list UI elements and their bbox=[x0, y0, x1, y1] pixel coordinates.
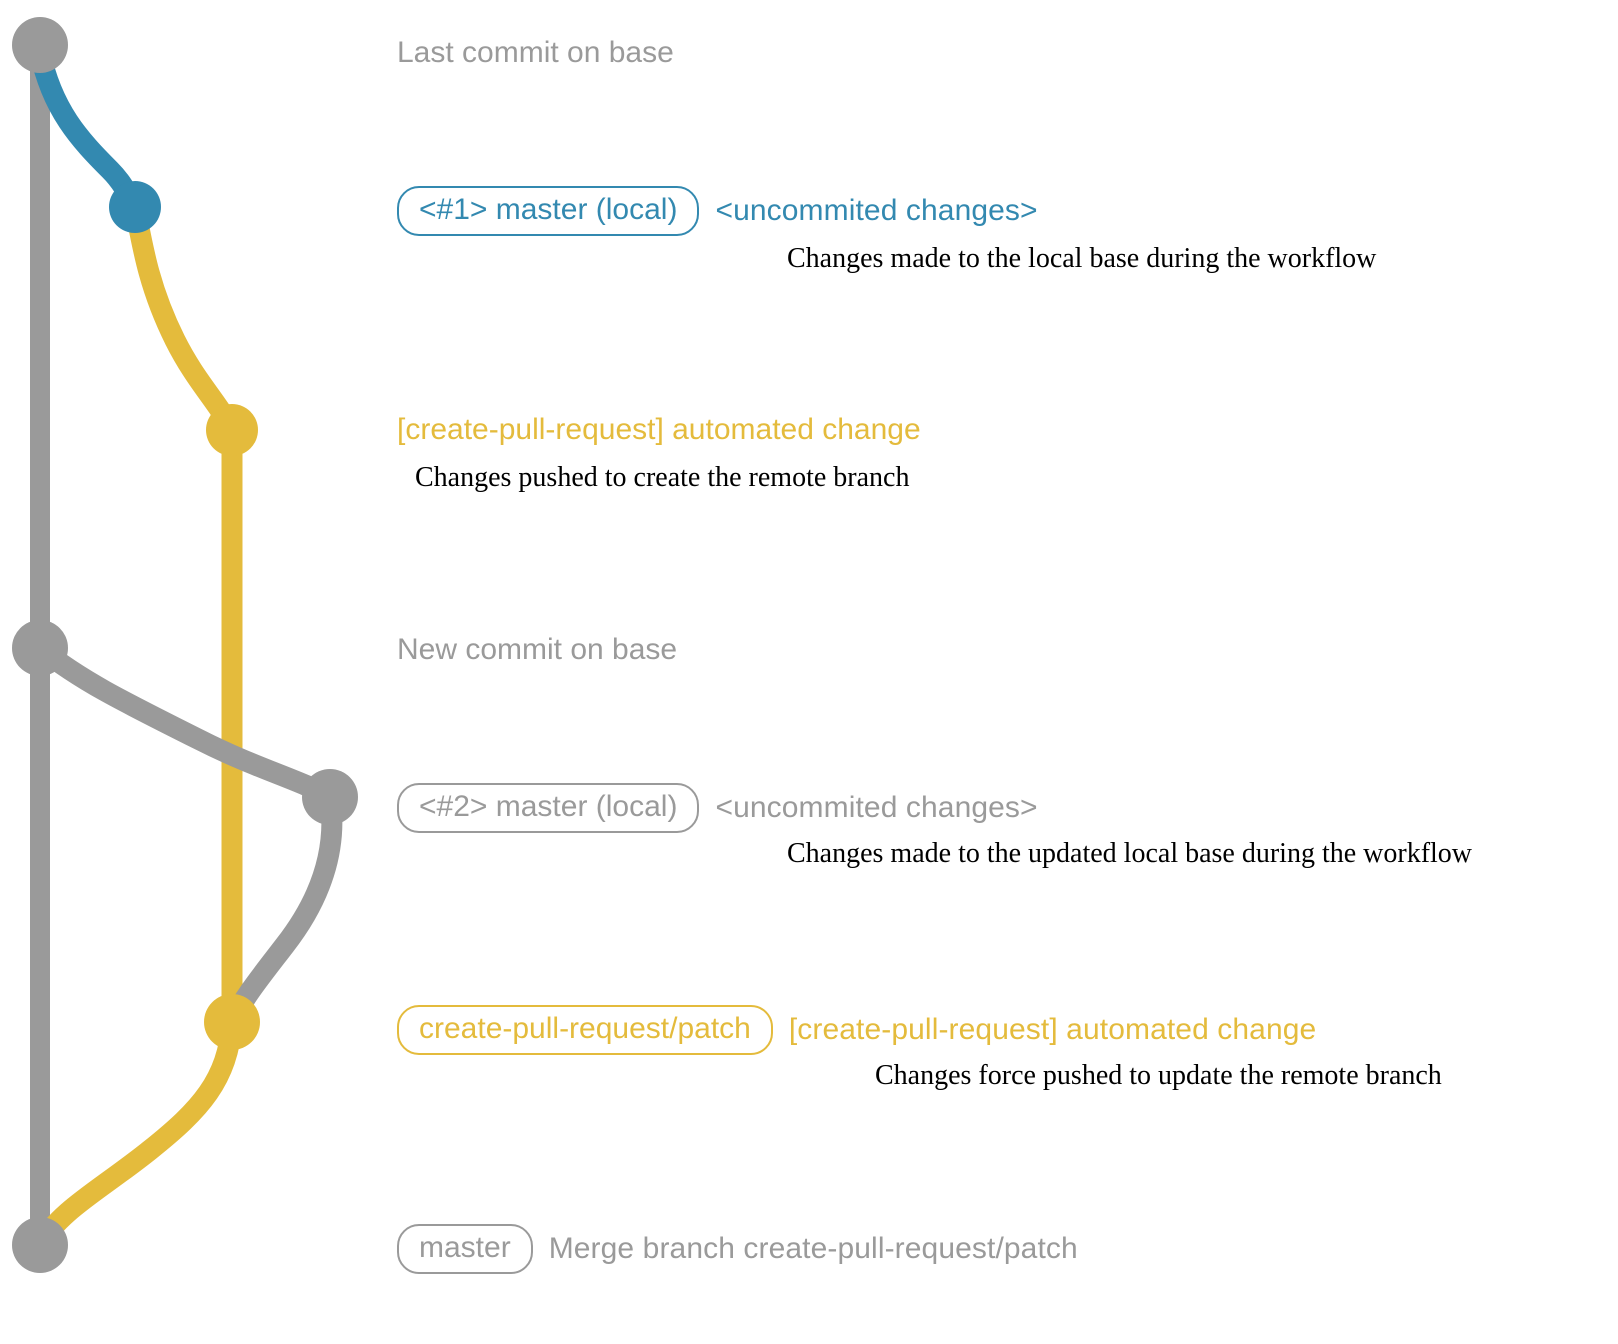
caption-pushed-remote-branch: Changes pushed to create the remote bran… bbox=[415, 462, 910, 493]
commit-node-base-new[interactable] bbox=[12, 620, 68, 676]
caption-force-pushed-remote-branch: Changes force pushed to update the remot… bbox=[875, 1060, 1442, 1091]
commit-graph-lanes bbox=[12, 17, 358, 1273]
row-label-new-commit-on-base: New commit on base bbox=[397, 633, 678, 666]
commit-node-base-top[interactable] bbox=[12, 17, 68, 73]
commit-node-patch-2[interactable] bbox=[204, 994, 260, 1050]
patch-branch-line bbox=[124, 196, 243, 1033]
local-branch-line-1 bbox=[29, 41, 146, 218]
row-master-merge: master Merge branch create-pull-request/… bbox=[397, 1224, 1078, 1274]
commit-node-local-1[interactable] bbox=[109, 181, 161, 233]
row-create-pull-request-patch: create-pull-request/patch [create-pull-r… bbox=[397, 1005, 1316, 1055]
caption-updated-local-base-changes: Changes made to the updated local base d… bbox=[787, 838, 1473, 869]
row-master-local-2: <#2> master (local) <uncommited changes> bbox=[397, 783, 1038, 833]
badge-master[interactable]: master bbox=[397, 1224, 533, 1274]
updated-local-to-patch-line bbox=[221, 786, 343, 1033]
commit-node-local-2[interactable] bbox=[302, 769, 358, 825]
row-label-automated-change-1: [create-pull-request] automated change bbox=[397, 413, 921, 446]
row-master-local-1: <#1> master (local) <uncommited changes> bbox=[397, 186, 1038, 236]
commit-node-patch-1[interactable] bbox=[206, 404, 258, 456]
commit-node-merge[interactable] bbox=[12, 1217, 68, 1273]
badge-master-local-1[interactable]: <#1> master (local) bbox=[397, 186, 700, 236]
message-uncommited-changes-1: <uncommited changes> bbox=[715, 194, 1038, 227]
message-uncommited-changes-2: <uncommited changes> bbox=[715, 791, 1038, 824]
message-merge-branch: Merge branch create-pull-request/patch bbox=[548, 1232, 1078, 1265]
updated-local-branch-line bbox=[29, 637, 341, 808]
caption-local-base-changes: Changes made to the local base during th… bbox=[787, 243, 1377, 274]
patch-merge-line bbox=[29, 1011, 243, 1256]
row-label-last-commit-on-base: Last commit on base bbox=[397, 36, 674, 69]
message-automated-change-2: [create-pull-request] automated change bbox=[788, 1013, 1317, 1046]
badge-master-local-2[interactable]: <#2> master (local) bbox=[397, 783, 700, 833]
badge-create-pull-request-patch[interactable]: create-pull-request/patch bbox=[397, 1005, 773, 1055]
